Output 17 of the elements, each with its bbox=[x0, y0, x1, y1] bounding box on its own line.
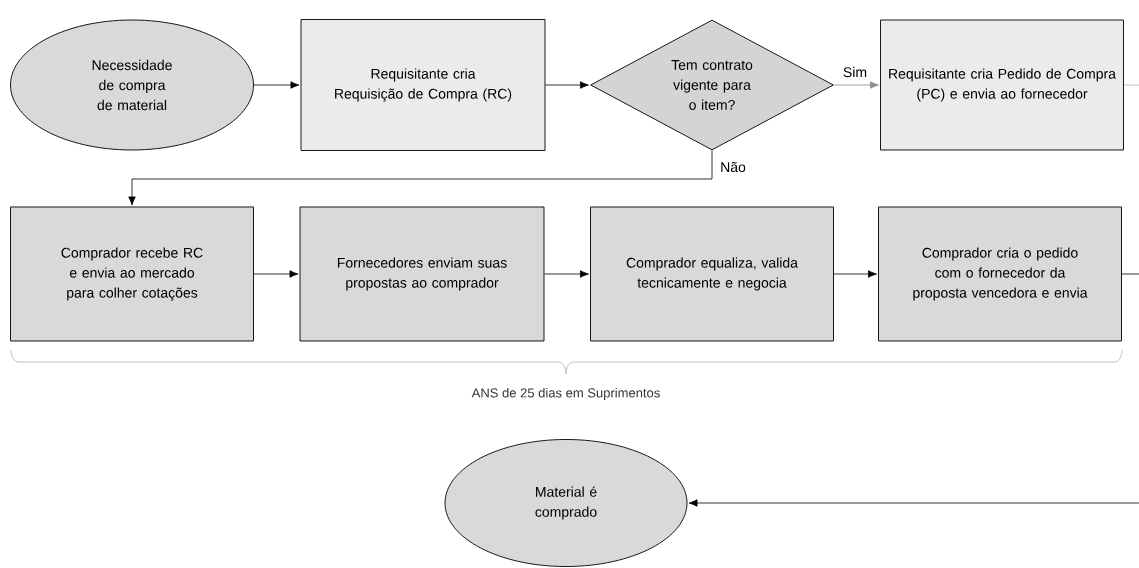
arrow bbox=[544, 270, 589, 278]
arrow bbox=[688, 499, 1139, 507]
process-box: Requisitante cria Requisição de Compra (RC) bbox=[300, 19, 546, 151]
process-box: Fornecedores enviam suas propostas ao comprador bbox=[299, 206, 545, 342]
brace-caption: ANS de 25 dias em Suprimentos bbox=[471, 387, 660, 401]
arrow bbox=[128, 150, 713, 206]
process-box: Comprador recebe RC e envia ao mercado para colher cotações bbox=[10, 206, 254, 342]
arrow bbox=[833, 270, 877, 278]
arrow bbox=[253, 270, 299, 278]
process-box: Requisitante cria Pedido de Compra (PC) e envia ao fornecedor bbox=[880, 19, 1124, 151]
arrow bbox=[545, 81, 589, 89]
edge-label: Sim bbox=[841, 65, 869, 79]
process-box: Comprador equaliza, valida tecnicamente e negocia bbox=[590, 206, 834, 342]
edge-label: Não bbox=[719, 160, 747, 174]
process-box: Comprador cria o pedido com o fornecedor da proposta vencedora e envia bbox=[878, 206, 1122, 342]
arrow bbox=[253, 81, 300, 89]
arrow bbox=[833, 81, 879, 89]
